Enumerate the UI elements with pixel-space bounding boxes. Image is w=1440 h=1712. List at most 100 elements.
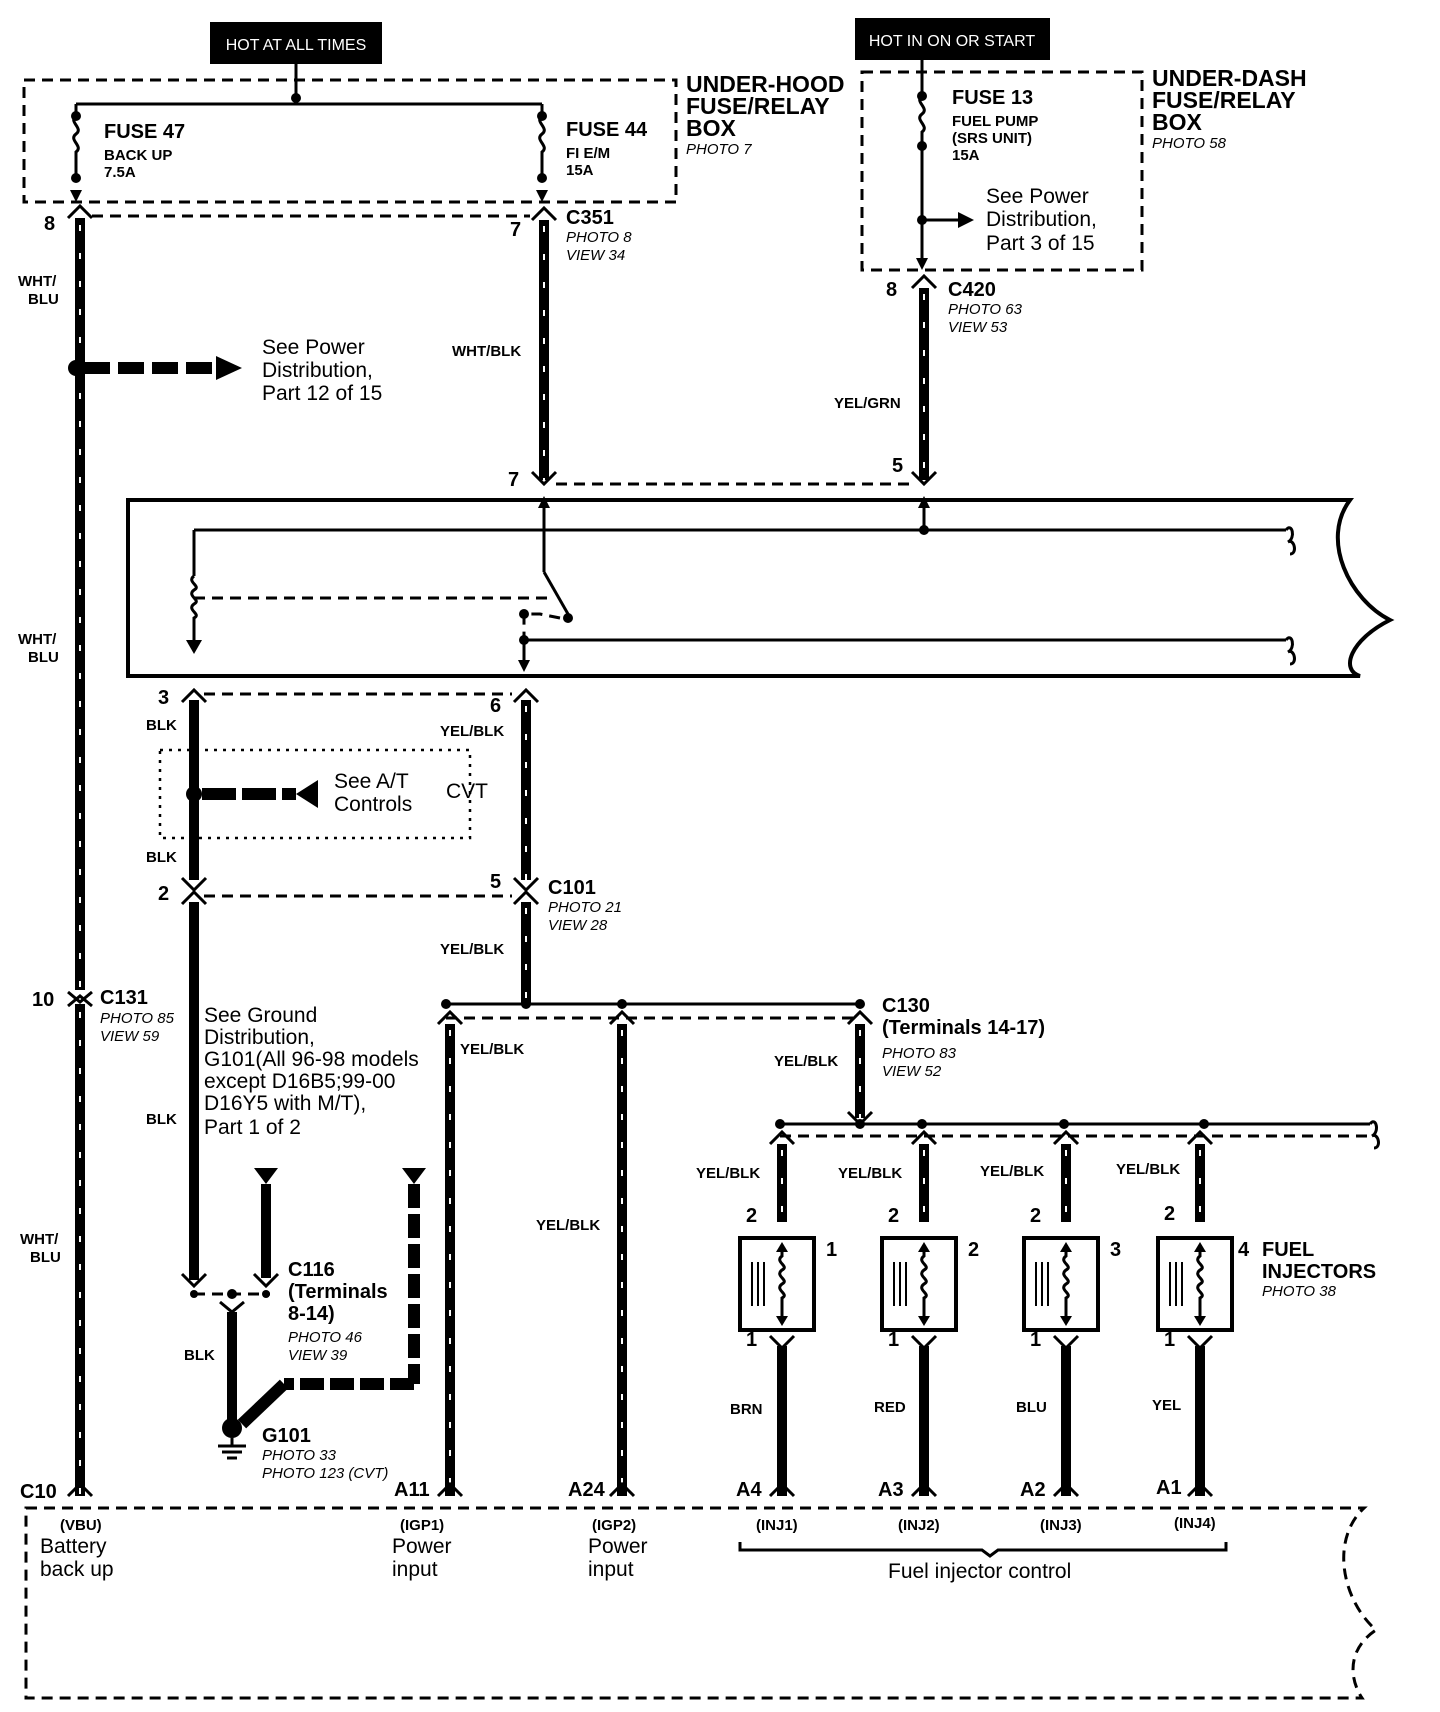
wire-color-red: RED: [874, 1399, 906, 1416]
power-distribution-part3-note: See Power Distribution, Part 3 of 15: [986, 185, 1097, 255]
c116-connector: [190, 1289, 270, 1420]
fuse-13-icon: [916, 80, 974, 270]
svg-text:BLU: BLU: [30, 1249, 61, 1266]
injector-number-4: 4: [1238, 1239, 1250, 1261]
svg-text:Battery: Battery: [40, 1535, 107, 1558]
under-dash-box-label: UNDER-DASH FUSE/RELAY BOX PHOTO 58: [1152, 65, 1307, 152]
svg-text:PHOTO 33: PHOTO 33: [262, 1447, 337, 1464]
splice-vbu: [68, 360, 84, 376]
svg-text:input: input: [392, 1558, 438, 1581]
svg-text:D16Y5 with M/T),: D16Y5 with M/T),: [204, 1092, 366, 1115]
wire-color-yel-blk-6: YEL/BLK: [696, 1165, 760, 1182]
power-distribution-part12-note: See Power Distribution, Part 12 of 15: [262, 336, 382, 405]
wire-color-yel-blk-3: YEL/BLK: [460, 1041, 524, 1058]
svg-text:C101: C101: [548, 877, 596, 899]
svg-text:(Terminals 14-17): (Terminals 14-17): [882, 1017, 1045, 1039]
fuel-injector-1-icon: [738, 1236, 816, 1332]
ground-g101-icon: [218, 1418, 246, 1460]
pin-a2: A2: [1020, 1479, 1046, 1501]
svg-text:FUSE 13: FUSE 13: [952, 87, 1033, 109]
pin-8-c351-left: 8: [44, 213, 55, 235]
wire-color-blk-2: BLK: [146, 849, 177, 866]
wire-yel-blk-igp1: [436, 1009, 464, 1498]
wire-yel-blk-c130: [846, 1009, 874, 1127]
wire-blu: [1052, 1334, 1080, 1498]
fuel-injector-2-icon: [880, 1236, 958, 1332]
svg-text:WHT/: WHT/: [18, 273, 57, 290]
svg-text:PHOTO 21: PHOTO 21: [548, 899, 622, 916]
svg-text:Power: Power: [392, 1535, 452, 1558]
main-relay-unit: [126, 498, 1395, 678]
svg-text:PHOTO 85: PHOTO 85: [100, 1010, 175, 1027]
svg-text:BLU: BLU: [28, 649, 59, 666]
svg-text:Controls: Controls: [334, 793, 412, 816]
pin-a11: A11: [394, 1479, 430, 1501]
svg-text:PHOTO 8: PHOTO 8: [566, 229, 632, 246]
pin-5-c101: 5: [490, 871, 501, 893]
pin-1-inj4: 1: [1164, 1329, 1175, 1351]
terminal-inj2-label: (INJ2): [898, 1517, 940, 1534]
svg-text:15A: 15A: [566, 162, 594, 179]
svg-text:UNDER-HOOD: UNDER-HOOD: [686, 71, 844, 97]
wire-color-blk-4: BLK: [184, 1347, 215, 1364]
svg-text:FI E/M: FI E/M: [566, 145, 610, 162]
svg-text:VIEW 34: VIEW 34: [566, 247, 625, 264]
fuse-13-label: FUSE 13 FUEL PUMP (SRS UNIT) 15A: [952, 87, 1038, 164]
ecm-pcm-box: [24, 1506, 1379, 1700]
svg-text:C420: C420: [948, 279, 996, 301]
wire-color-yel-blk-4: YEL/BLK: [536, 1217, 600, 1234]
hot-at-all-times-tag: HOT AT ALL TIMES: [210, 22, 382, 64]
svg-text:(IGP2): (IGP2): [592, 1517, 636, 1534]
svg-text:VIEW 28: VIEW 28: [548, 917, 608, 934]
wire-yel: [1186, 1334, 1214, 1498]
svg-text:BOX: BOX: [1152, 109, 1203, 135]
wire-yel-blk-inj4: [1186, 1129, 1214, 1222]
svg-text:(IGP1): (IGP1): [400, 1517, 444, 1534]
svg-text:UNDER-DASH: UNDER-DASH: [1152, 65, 1307, 91]
terminal-vbu-label: (VBU) Battery back up: [40, 1517, 114, 1581]
wire-yel-blk-inj2: [910, 1129, 938, 1222]
wire-color-yel-blk-1: YEL/BLK: [440, 723, 504, 740]
wire-color-yel-grn: YEL/GRN: [834, 395, 901, 412]
ground-branch-dashed: [237, 1168, 426, 1429]
svg-text:Distribution,: Distribution,: [204, 1026, 315, 1049]
svg-text:VIEW 53: VIEW 53: [948, 319, 1008, 336]
svg-text:VIEW 59: VIEW 59: [100, 1028, 160, 1045]
ground-distribution-note: See Ground Distribution, G101(All 96-98 …: [204, 1004, 419, 1139]
cvt-box: [158, 748, 472, 840]
svg-text:7.5A: 7.5A: [104, 164, 136, 181]
power-distribution-part12-arrow: [84, 356, 242, 380]
wire-color-yel-blk-8: YEL/BLK: [980, 1163, 1044, 1180]
splice-blk: [186, 786, 202, 802]
pin-a3: A3: [878, 1479, 904, 1501]
wire-color-blk-1: BLK: [146, 717, 177, 734]
svg-text:Distribution,: Distribution,: [262, 359, 373, 382]
pin-6-relay: 6: [490, 695, 501, 717]
svg-text:WHT/: WHT/: [20, 1231, 59, 1248]
pin-10-c131: 10: [32, 989, 54, 1011]
fuse-44-icon: [536, 104, 548, 202]
fuel-injector-control-label: Fuel injector control: [888, 1560, 1071, 1583]
svg-text:(VBU): (VBU): [60, 1517, 102, 1534]
svg-text:BOX: BOX: [686, 115, 737, 141]
svg-text:15A: 15A: [952, 147, 980, 164]
wire-color-blu: BLU: [1016, 1399, 1047, 1416]
pin-2-inj2: 2: [888, 1205, 899, 1227]
wire-brn: [768, 1334, 796, 1498]
svg-text:FUSE 44: FUSE 44: [566, 119, 648, 141]
fuse-44-label: FUSE 44 FI E/M 15A: [566, 119, 648, 179]
svg-text:Distribution,: Distribution,: [986, 208, 1097, 231]
svg-text:FUSE/RELAY: FUSE/RELAY: [686, 93, 830, 119]
svg-text:VIEW 52: VIEW 52: [882, 1063, 942, 1080]
igp-bus-splices: [441, 999, 865, 1009]
svg-text:input: input: [588, 1558, 634, 1581]
terminal-igp1-label: (IGP1) Power input: [392, 1517, 452, 1581]
connector-c116-label: C116 (Terminals 8-14) PHOTO 46 VIEW 39: [288, 1259, 388, 1364]
svg-text:See Ground: See Ground: [204, 1004, 317, 1027]
wire-color-wht-blu-1: WHT/ BLU: [18, 273, 59, 308]
svg-text:8-14): 8-14): [288, 1303, 335, 1325]
svg-text:back up: back up: [40, 1558, 114, 1581]
wire-color-yel: YEL: [1152, 1397, 1181, 1414]
wire-yel-blk-inj1: [768, 1129, 796, 1222]
